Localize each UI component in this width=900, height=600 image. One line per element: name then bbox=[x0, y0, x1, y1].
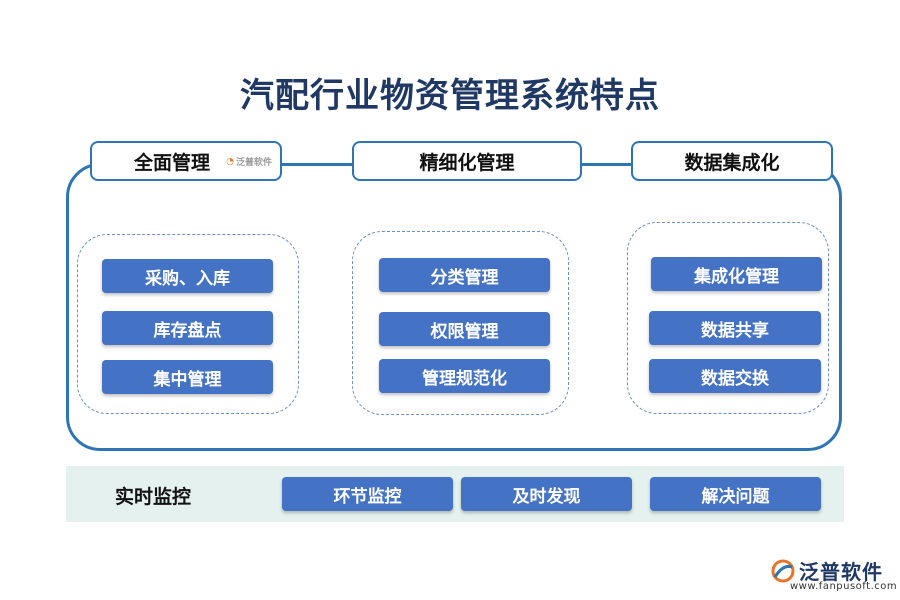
group-integration bbox=[627, 222, 829, 414]
feature-item: 管理规范化 bbox=[379, 359, 550, 393]
group-comprehensive bbox=[77, 234, 299, 414]
feature-item: 权限管理 bbox=[379, 312, 550, 346]
feature-item: 分类管理 bbox=[379, 258, 550, 292]
brand-name: 泛普软件 bbox=[799, 560, 883, 584]
header-label: 数据集成化 bbox=[684, 151, 780, 174]
header-tab-refined: 精细化管理 bbox=[352, 141, 582, 181]
feature-item: 数据交换 bbox=[649, 359, 821, 393]
header-label: 精细化管理 bbox=[419, 151, 515, 174]
monitoring-label: 实时监控 bbox=[115, 486, 192, 508]
header-tab-comprehensive: 全面管理 ◔ 泛普软件 bbox=[90, 141, 282, 181]
watermark-logo-icon: ◔ bbox=[226, 156, 234, 167]
feature-item: 集成化管理 bbox=[651, 257, 822, 291]
header-label: 全面管理 bbox=[133, 151, 210, 174]
tab-watermark: ◔ 泛普软件 bbox=[226, 155, 272, 169]
features-frame bbox=[66, 163, 842, 451]
header-tab-integration: 数据集成化 bbox=[631, 141, 833, 181]
feature-item: 数据共享 bbox=[649, 311, 821, 345]
diagram-title: 汽配行业物资管理系统特点 bbox=[240, 76, 660, 116]
feature-item: 采购、入库 bbox=[102, 259, 273, 293]
brand-logo-icon bbox=[771, 559, 795, 582]
brand-url: www.fanpusoft.com bbox=[790, 581, 898, 592]
feature-item: 集中管理 bbox=[102, 360, 273, 394]
monitoring-item: 环节监控 bbox=[282, 477, 453, 511]
feature-item: 库存盘点 bbox=[102, 311, 273, 345]
monitoring-item: 及时发现 bbox=[461, 477, 632, 511]
group-refined bbox=[352, 231, 569, 415]
brand-logo: 泛普软件 bbox=[770, 556, 883, 585]
watermark-text: 泛普软件 bbox=[235, 158, 272, 168]
monitoring-item: 解决问题 bbox=[650, 477, 821, 511]
